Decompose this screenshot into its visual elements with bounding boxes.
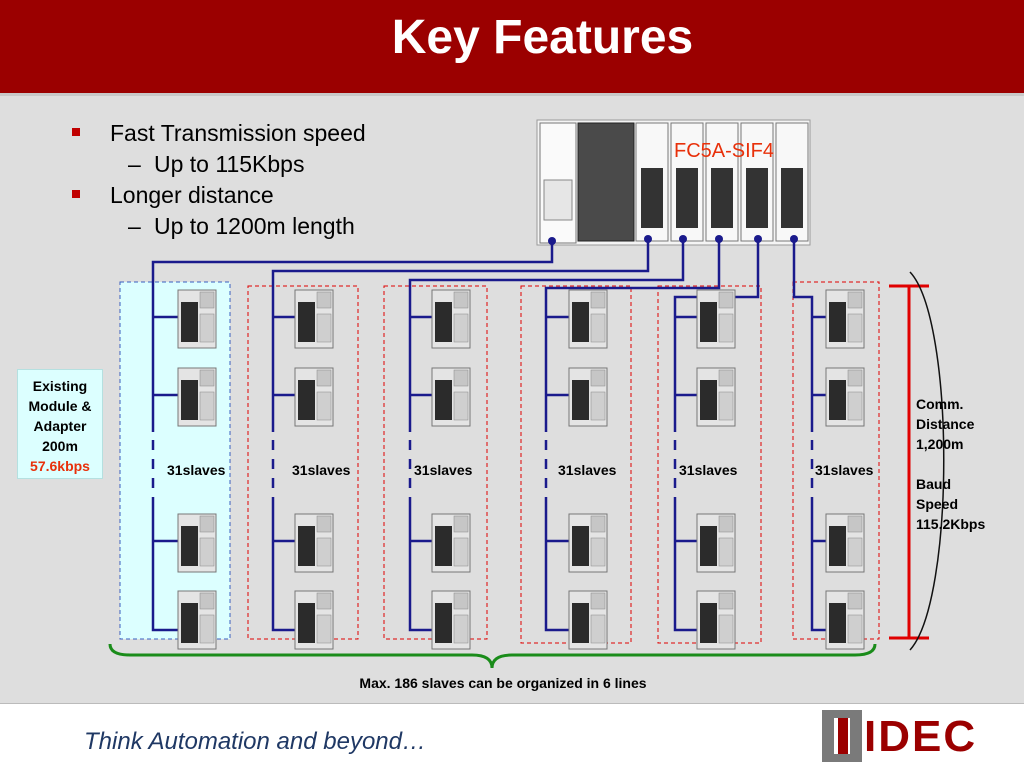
slave-module-icon xyxy=(431,513,471,573)
slave-module-icon xyxy=(568,513,608,573)
note-speed: 57.6kbps xyxy=(30,458,90,474)
slave-module-icon xyxy=(696,513,736,573)
slave-module-icon xyxy=(825,513,865,573)
max-slaves-caption: Max. 186 slaves can be organized in 6 li… xyxy=(359,675,647,691)
slave-module-icon xyxy=(696,367,736,427)
plc-terminal xyxy=(781,168,803,228)
comm-spec-note: Comm. Distance 1,200m Baud Speed 115.2Kb… xyxy=(916,394,985,534)
bus-line xyxy=(271,239,650,432)
slave-module-icon xyxy=(294,289,334,349)
note-line: Adapter xyxy=(33,418,87,434)
plc-terminal xyxy=(641,168,663,228)
title-bar xyxy=(0,0,1024,93)
slave-module-icon xyxy=(177,289,217,349)
plc-label: FC5A-SIF4 xyxy=(674,140,774,162)
bus-line xyxy=(408,239,685,432)
note-line: Module & xyxy=(28,398,92,414)
slave-module-icon xyxy=(568,289,608,349)
bullet-square-icon xyxy=(72,128,80,136)
slave-module-icon xyxy=(294,367,334,427)
slave-count-label: 31slaves xyxy=(679,462,738,478)
note-line: 200m xyxy=(42,438,78,454)
comm-line: Distance xyxy=(916,416,975,432)
plc-unit xyxy=(536,119,811,246)
comm-line: 115.2Kbps xyxy=(916,516,986,532)
slave-module-icon xyxy=(431,367,471,427)
bus-dashes xyxy=(151,440,814,500)
note-line: Existing xyxy=(32,378,88,394)
dash-icon: – xyxy=(128,151,141,177)
comm-line: Speed xyxy=(916,496,959,512)
bus-line xyxy=(151,241,554,432)
slave-count-label: 31slaves xyxy=(815,462,874,478)
slave-module-icon xyxy=(431,590,471,650)
slave-module-icon xyxy=(696,590,736,650)
bullet-item: Longer distance xyxy=(70,180,366,211)
slave-module-icon xyxy=(294,590,334,650)
footer-tagline: Think Automation and beyond… xyxy=(84,728,426,755)
bus-line xyxy=(544,500,569,632)
title-divider xyxy=(0,93,1024,96)
feature-list: Fast Transmission speed –Up to 115Kbps L… xyxy=(70,118,366,242)
bullet-square-icon xyxy=(72,190,80,198)
plc-terminal xyxy=(711,168,733,228)
slave-module-icon xyxy=(568,367,608,427)
distance-curve xyxy=(909,271,945,651)
slave-module-icon xyxy=(177,590,217,650)
bus-line xyxy=(271,500,295,632)
comm-line: Baud xyxy=(916,476,951,492)
bus-line xyxy=(810,500,826,632)
comm-spacer xyxy=(916,454,985,474)
slave-count-label: 31slaves xyxy=(167,462,226,478)
slave-module-icon xyxy=(177,367,217,427)
slave-module-icon xyxy=(568,590,608,650)
idec-logo-text: IDEC xyxy=(864,712,978,761)
slave-modules xyxy=(177,289,865,650)
plc-cpu-panel xyxy=(543,179,573,221)
existing-module-note: Existing Module & Adapter 200m 57.6kbps xyxy=(17,369,103,479)
dash-icon: – xyxy=(128,213,141,239)
distance-bracket xyxy=(889,284,929,640)
bus-line xyxy=(792,239,814,432)
bullet-item: Fast Transmission speed xyxy=(70,118,366,149)
slave-count-label: 31slaves xyxy=(292,462,351,478)
bus-branches xyxy=(153,315,826,543)
bus-line xyxy=(151,500,178,632)
slave-module-icon xyxy=(825,590,865,650)
slave-module-icon xyxy=(431,289,471,349)
line-boxes xyxy=(119,281,880,644)
idec-logo-icon xyxy=(822,710,862,762)
sub-bullet-item: –Up to 1200m length xyxy=(70,211,366,242)
comm-line: Comm. xyxy=(916,396,964,412)
slave-module-icon xyxy=(696,289,736,349)
slave-module-icon xyxy=(294,513,334,573)
sub-bullet-label: Up to 115Kbps xyxy=(154,151,305,177)
slave-module-icon xyxy=(177,513,217,573)
slave-module-icon xyxy=(825,367,865,427)
slave-count-label: 31slaves xyxy=(558,462,617,478)
bullet-label: Longer distance xyxy=(110,182,274,208)
comm-line: 1,200m xyxy=(916,436,964,452)
plc-main-module xyxy=(577,122,635,242)
bus-line xyxy=(544,239,721,432)
plc-terminal xyxy=(676,168,698,228)
group-brace xyxy=(108,643,877,669)
sub-bullet-label: Up to 1200m length xyxy=(154,213,355,239)
sub-bullet-item: –Up to 115Kbps xyxy=(70,149,366,180)
bus-line xyxy=(673,500,697,632)
page-title: Key Features xyxy=(391,11,694,64)
slave-count-label: 31slaves xyxy=(414,462,473,478)
slave-module-icon xyxy=(825,289,865,349)
plc-terminal xyxy=(746,168,768,228)
bus-line xyxy=(408,500,432,632)
bullet-label: Fast Transmission speed xyxy=(110,120,366,146)
